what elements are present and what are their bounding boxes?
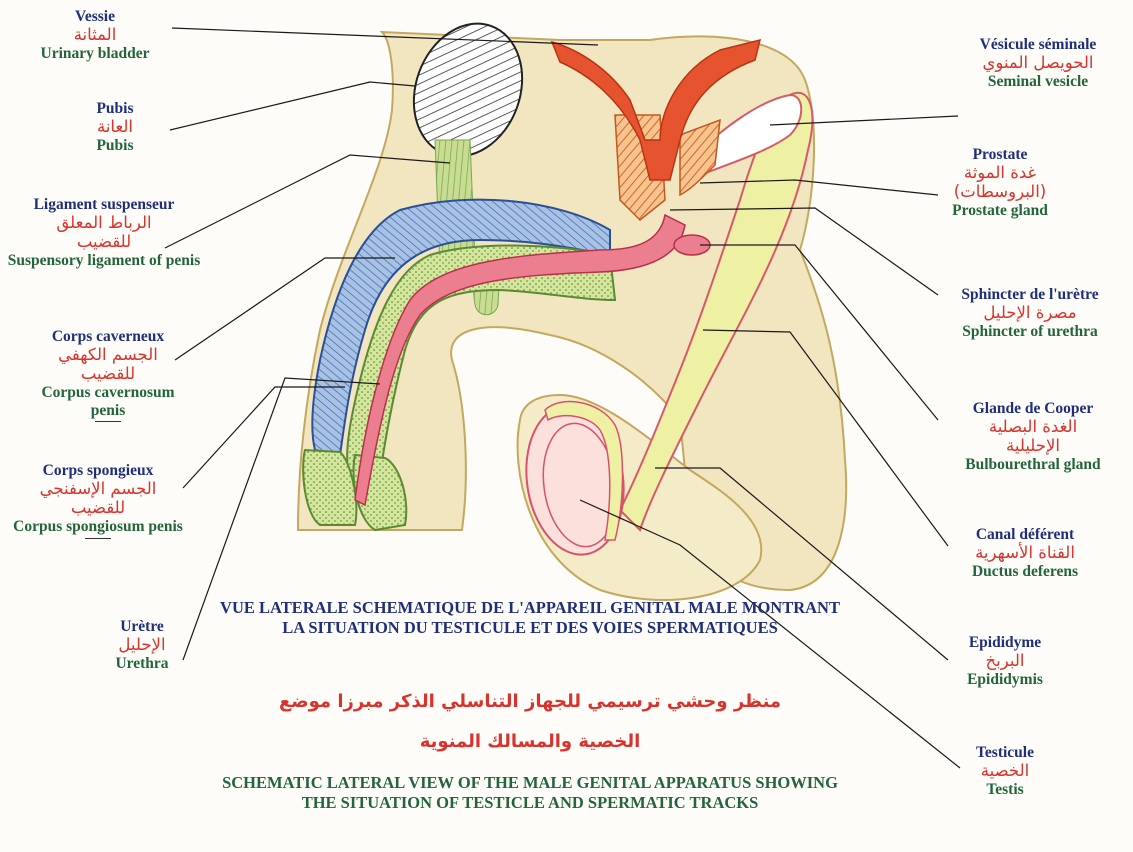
label-vesicule: Vésicule séminale الحويصل المنوي Seminal… bbox=[948, 36, 1128, 91]
label-epididyme-fr: Epididyme bbox=[945, 634, 1065, 652]
label-testicule-ar: الخصية bbox=[955, 762, 1055, 781]
label-vessie: Vessie المثانة Urinary bladder bbox=[20, 8, 170, 63]
label-cooper-fr: Glande de Cooper bbox=[938, 400, 1128, 418]
caption-arabic: منظر وحشي ترسيمي للجهاز التناسلي الذكر م… bbox=[250, 682, 810, 761]
label-uretre: Urètre الإحليل Urethra bbox=[92, 618, 192, 673]
label-pubis-fr: Pubis bbox=[60, 100, 170, 118]
label-cooper-ar: الغدة البصلية الإحليلية bbox=[973, 418, 1093, 456]
label-epididyme-ar: البربخ bbox=[945, 652, 1065, 671]
label-corps-spongieux-ar: الجسم الإسفنجي للقضيب bbox=[28, 480, 168, 518]
label-epididyme-en: Epididymis bbox=[945, 671, 1065, 689]
label-prostate-en: Prostate gland bbox=[930, 202, 1070, 220]
label-sphincter-en: Sphincter of urethra bbox=[930, 323, 1130, 341]
dash bbox=[85, 538, 111, 539]
label-vessie-ar: المثانة bbox=[20, 26, 170, 45]
label-ligament-fr: Ligament suspenseur bbox=[6, 196, 202, 214]
label-pubis-en: Pubis bbox=[60, 137, 170, 155]
caption-english: SCHEMATIC LATERAL VIEW OF THE MALE GENIT… bbox=[220, 773, 840, 813]
label-vessie-fr: Vessie bbox=[20, 8, 170, 26]
label-pubis: Pubis العانة Pubis bbox=[60, 100, 170, 155]
label-canal-fr: Canal déférent bbox=[950, 526, 1100, 544]
label-epididyme: Epididyme البربخ Epididymis bbox=[945, 634, 1065, 689]
label-sphincter-ar: مصرة الإحليل bbox=[930, 304, 1130, 323]
label-uretre-en: Urethra bbox=[92, 655, 192, 673]
label-canal: Canal déférent القناة الأسهرية Ductus de… bbox=[950, 526, 1100, 581]
label-cooper: Glande de Cooper الغدة البصلية الإحليلية… bbox=[938, 400, 1128, 474]
label-uretre-fr: Urètre bbox=[92, 618, 192, 636]
label-sphincter: Sphincter de l'urètre مصرة الإحليل Sphin… bbox=[930, 286, 1130, 341]
label-vesicule-en: Seminal vesicle bbox=[948, 73, 1128, 91]
label-vessie-en: Urinary bladder bbox=[20, 45, 170, 63]
label-vesicule-fr: Vésicule séminale bbox=[948, 36, 1128, 54]
label-corps-spongieux-en: Corpus spongiosum penis bbox=[13, 518, 183, 536]
label-ligament: Ligament suspenseur الرباط المعلق للقضيب… bbox=[6, 196, 202, 270]
label-sphincter-fr: Sphincter de l'urètre bbox=[930, 286, 1130, 304]
caption-french: VUE LATERALE SCHEMATIQUE DE L'APPAREIL G… bbox=[220, 598, 840, 638]
label-corps-spongieux-fr: Corps spongieux bbox=[0, 462, 196, 480]
label-canal-ar: القناة الأسهرية bbox=[950, 544, 1100, 563]
label-testicule-en: Testis bbox=[955, 781, 1055, 799]
label-testicule: Testicule الخصية Testis bbox=[955, 744, 1055, 799]
label-corps-caverneux-ar: الجسم الكهفي للقضيب bbox=[48, 346, 168, 384]
label-prostate-fr: Prostate bbox=[930, 146, 1070, 164]
label-cooper-en: Bulbourethral gland bbox=[938, 456, 1128, 474]
label-prostate: Prostate غدة الموثة (البروسطات) Prostate… bbox=[930, 146, 1070, 220]
label-ligament-en: Suspensory ligament of penis bbox=[6, 252, 202, 270]
label-pubis-ar: العانة bbox=[60, 118, 170, 137]
label-ligament-ar: الرباط المعلق للقضيب bbox=[44, 214, 164, 252]
label-vesicule-ar: الحويصل المنوي bbox=[948, 54, 1128, 73]
label-corps-caverneux-fr: Corps caverneux bbox=[10, 328, 206, 346]
label-corps-caverneux-en: Corpus cavernosum penis bbox=[23, 384, 193, 420]
label-uretre-ar: الإحليل bbox=[92, 636, 192, 655]
label-testicule-fr: Testicule bbox=[955, 744, 1055, 762]
label-corps-caverneux: Corps caverneux الجسم الكهفي للقضيب Corp… bbox=[10, 328, 206, 422]
dash bbox=[95, 421, 121, 422]
label-corps-spongieux: Corps spongieux الجسم الإسفنجي للقضيب Co… bbox=[0, 462, 196, 539]
label-prostate-ar: غدة الموثة (البروسطات) bbox=[950, 164, 1050, 202]
label-canal-en: Ductus deferens bbox=[950, 563, 1100, 581]
